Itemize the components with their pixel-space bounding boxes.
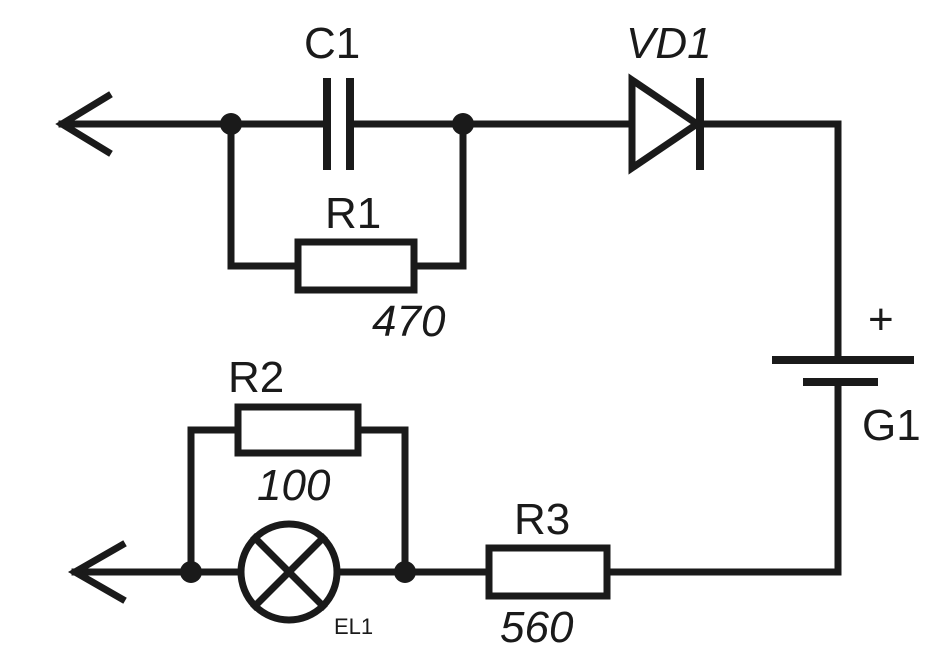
r2-label: R2 [228,353,284,402]
bottom-wires [71,382,842,576]
r1-label: R1 [325,189,381,238]
r1-value: 470 [372,297,446,346]
g1-polarity-plus: + [868,295,894,344]
resistor-r2: R2 100 [228,353,362,510]
junction-dot [394,561,416,583]
el1-label: EL1 [334,614,373,639]
r3-value: 560 [500,603,574,652]
junction-dots [180,113,474,583]
r3-label: R3 [514,495,570,544]
g1-label: G1 [862,401,921,450]
top-output-arrow-icon [55,91,113,157]
capacitor-c1: C1 [304,19,360,170]
battery-g1: + G1 [772,295,921,450]
top-wires [58,120,842,360]
junction-dot [180,561,202,583]
resistor-r1: R1 470 [294,189,446,346]
c1-label: C1 [304,19,360,68]
junction-dot [452,113,474,135]
resistor-r3: R3 560 [485,495,611,652]
r2-value: 100 [257,461,331,510]
lamp-el1: EL1 [237,520,373,639]
diode-vd1: VD1 [626,19,712,175]
junction-dot [220,113,242,135]
vd1-label: VD1 [626,19,712,68]
bottom-output-arrow-icon [67,540,127,604]
